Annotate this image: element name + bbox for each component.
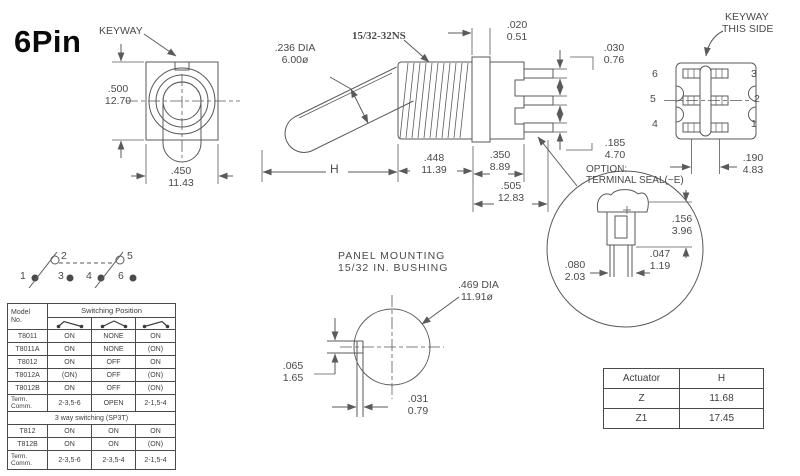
table-row: Z 11.68 — [603, 388, 764, 409]
side-view — [261, 28, 594, 212]
schematic-pin-1: 1 — [20, 270, 26, 282]
table-row: T812B ON ON (ON) — [7, 437, 176, 451]
front-keyway-label: KEYWAY — [99, 25, 143, 37]
terminal-dim-extensions — [553, 68, 567, 133]
thread-hatching — [399, 62, 469, 139]
table-row: T8012B ON OFF (ON) — [7, 381, 176, 395]
schematic — [28, 251, 137, 289]
table-row: T8012A (ON) OFF (ON) — [7, 368, 176, 382]
toggle-center-icon — [100, 319, 127, 328]
actuator-header-row: Actuator H — [603, 368, 764, 389]
bottom-terminals — [682, 68, 729, 133]
toggle-left-icon — [56, 320, 83, 328]
pin-label-1: 1 — [751, 118, 757, 130]
pin-label-5: 5 — [650, 93, 656, 105]
model-cell: T8011 — [7, 329, 48, 343]
table-row: Z1 17.45 — [603, 408, 764, 429]
page-title: 6Pin — [14, 24, 82, 59]
model-cell: T8011A — [7, 342, 48, 356]
position-left-cell — [47, 317, 92, 330]
schematic-pin-5: 5 — [127, 250, 133, 262]
actuator-table: Actuator H Z 11.68 Z1 17.45 — [603, 368, 764, 429]
group-row: 3 way switching (SP3T) — [7, 411, 176, 425]
model-cell: T8012A — [7, 368, 48, 382]
model-cell: T8012 — [7, 355, 48, 369]
model-cell: T812B — [7, 437, 48, 451]
pin-label-6: 6 — [652, 68, 658, 80]
thread-spec-label: 15/32-32NS — [352, 30, 406, 42]
pin-label-2: 2 — [754, 93, 760, 105]
table-row: T8012 ON OFF ON — [7, 355, 176, 369]
table-row: T812 ON ON ON — [7, 424, 176, 438]
schematic-pin-6: 6 — [118, 270, 124, 282]
toggle-right-icon — [142, 320, 169, 328]
schematic-pin-4: 4 — [86, 270, 92, 282]
model-cell: T812 — [7, 424, 48, 438]
switching-position-header: Switching Position — [47, 303, 176, 318]
dim-h-label: H — [330, 162, 339, 176]
position-center-cell — [91, 317, 136, 330]
bottom-view — [664, 30, 757, 174]
table-row: T8011 ON NONE ON — [7, 329, 176, 343]
terminal-common-row: Term.Comm. 2-3,5-6 OPEN 2-1,5-4 — [7, 394, 176, 412]
schematic-pin-2: 2 — [61, 250, 67, 262]
pin-label-3: 3 — [751, 68, 757, 80]
terminal-common-row: Term.Comm. 2-3,5-6 2-3,5-4 2-1,5-4 — [7, 450, 176, 470]
panel-mounting-view — [314, 295, 460, 417]
pin-label-4: 4 — [652, 118, 658, 130]
schematic-pin-3: 3 — [58, 270, 64, 282]
position-right-cell — [135, 317, 176, 330]
front-view — [112, 33, 240, 184]
seal-option-label: OPTION:TERMINAL SEAL(−E) — [586, 164, 684, 186]
table-row: T8011A ON NONE (ON) — [7, 342, 176, 356]
model-cell: T8012B — [7, 381, 48, 395]
terminal-seal-detail — [546, 170, 704, 328]
